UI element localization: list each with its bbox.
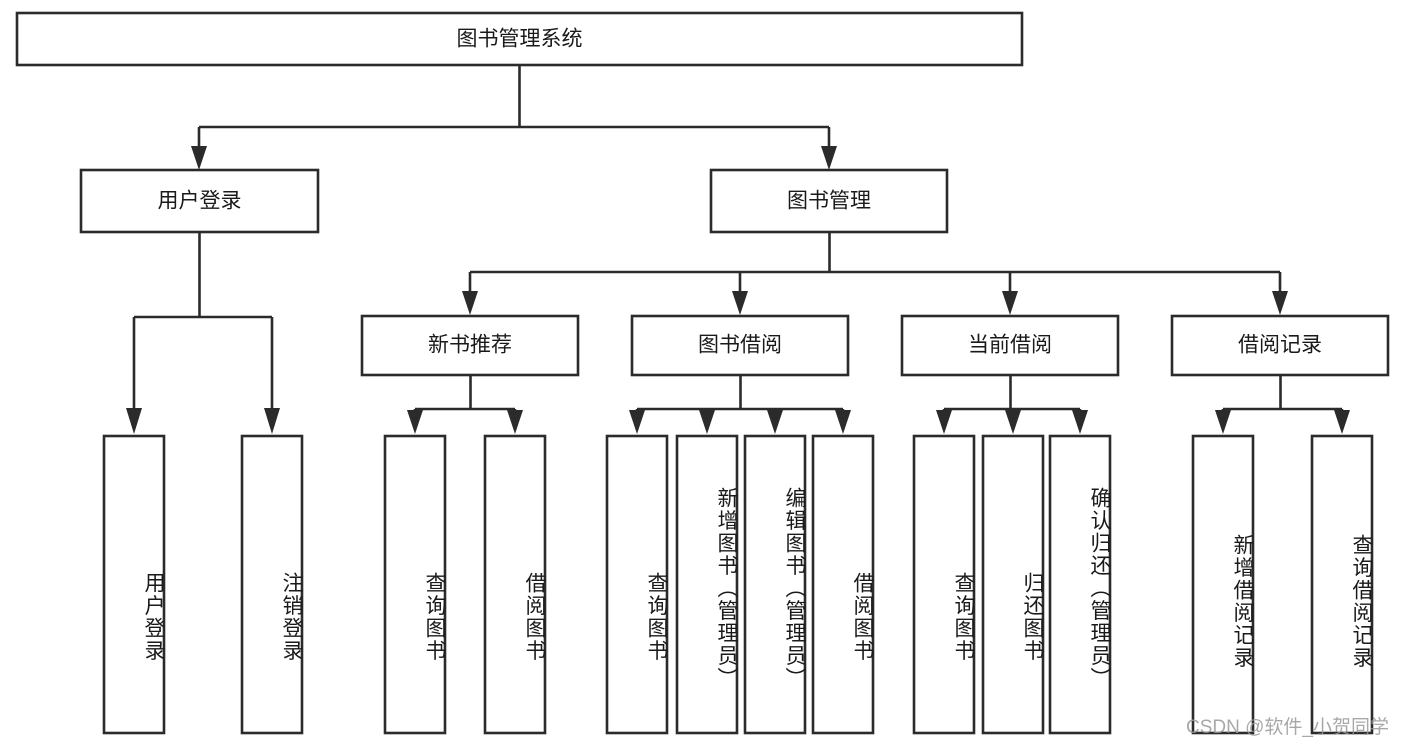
node-root[interactable]: 图书管理系统	[15, 11, 1024, 67]
connector-group-book-manage-to-level3	[462, 232, 1288, 315]
arrow-head-icon	[126, 408, 142, 434]
node-root-label: 图书管理系统	[457, 28, 583, 51]
connector-group-root-to-level2	[191, 65, 837, 170]
arrow-head-icon	[1002, 291, 1018, 315]
leaf-box-return-book[interactable]	[981, 434, 1045, 735]
arrow-head-icon	[936, 410, 952, 434]
node-borrow-record[interactable]: 借阅记录	[1170, 314, 1390, 377]
node-current-borrow-box[interactable]	[900, 314, 1120, 377]
leaf-box-query-book-2[interactable]	[605, 434, 669, 735]
arrow-head-icon	[1215, 410, 1231, 434]
connector-group-user-login-to-leaves	[126, 232, 280, 434]
leaf-box-user-login[interactable]	[102, 434, 166, 735]
node-book-manage-box[interactable]	[709, 168, 949, 234]
connector-group-borrow-record-to-leaves	[1215, 375, 1350, 434]
leaf-box-edit-book[interactable]	[743, 434, 807, 735]
leaf-box-borrow-book-2[interactable]	[811, 434, 875, 735]
arrow-head-icon	[1005, 410, 1021, 434]
arrow-head-icon	[264, 408, 280, 434]
leaf-boxes-group	[102, 434, 1374, 735]
connector-group-new-book-recommend-to-leaves	[407, 375, 523, 434]
arrow-head-icon	[1272, 291, 1288, 315]
node-book-manage[interactable]: 图书管理	[709, 168, 949, 234]
arrow-head-icon	[1334, 410, 1350, 434]
arrow-head-icon	[835, 410, 851, 434]
leaf-box-logout[interactable]	[240, 434, 304, 735]
node-new-book-recommend-box[interactable]	[360, 314, 580, 377]
node-borrow-record-box[interactable]	[1170, 314, 1390, 377]
node-new-book-recommend[interactable]: 新书推荐	[360, 314, 580, 377]
node-book-borrow-box[interactable]	[630, 314, 850, 377]
node-book-manage-label: 图书管理	[787, 190, 871, 213]
leaf-box-query-book-1[interactable]	[383, 434, 447, 735]
leaf-box-borrow-book-1[interactable]	[483, 434, 547, 735]
leaf-box-add-book[interactable]	[675, 434, 739, 735]
arrow-head-icon	[732, 291, 748, 315]
leaf-box-add-record[interactable]	[1191, 434, 1255, 735]
node-user-login-label: 用户登录	[158, 190, 242, 213]
arrow-head-icon	[629, 410, 645, 434]
arrow-head-icon	[699, 410, 715, 434]
node-current-borrow-label: 当前借阅	[968, 334, 1052, 357]
arrow-head-icon	[507, 410, 523, 434]
arrow-head-icon	[191, 146, 207, 170]
arrow-head-icon	[407, 410, 423, 434]
node-user-login[interactable]: 用户登录	[79, 168, 320, 234]
arrow-head-icon	[462, 291, 478, 315]
leaf-box-query-record[interactable]	[1310, 434, 1374, 735]
leaf-box-confirm-return[interactable]	[1048, 434, 1112, 735]
node-new-book-recommend-label: 新书推荐	[428, 334, 512, 357]
arrow-head-icon	[767, 410, 783, 434]
node-root-box[interactable]	[15, 11, 1024, 67]
leaf-box-query-book-3[interactable]	[912, 434, 976, 735]
node-book-borrow[interactable]: 图书借阅	[630, 314, 850, 377]
arrow-head-icon	[1072, 410, 1088, 434]
connector-group-book-borrow-to-leaves	[629, 375, 851, 434]
connector-group-current-borrow-to-leaves	[936, 375, 1088, 434]
watermark-text: CSDN @软件_小贺同学	[1186, 717, 1389, 738]
node-user-login-box[interactable]	[79, 168, 320, 234]
node-current-borrow[interactable]: 当前借阅	[900, 314, 1120, 377]
node-book-borrow-label: 图书借阅	[698, 334, 782, 357]
arrow-head-icon	[821, 146, 837, 170]
node-borrow-record-label: 借阅记录	[1238, 334, 1322, 357]
